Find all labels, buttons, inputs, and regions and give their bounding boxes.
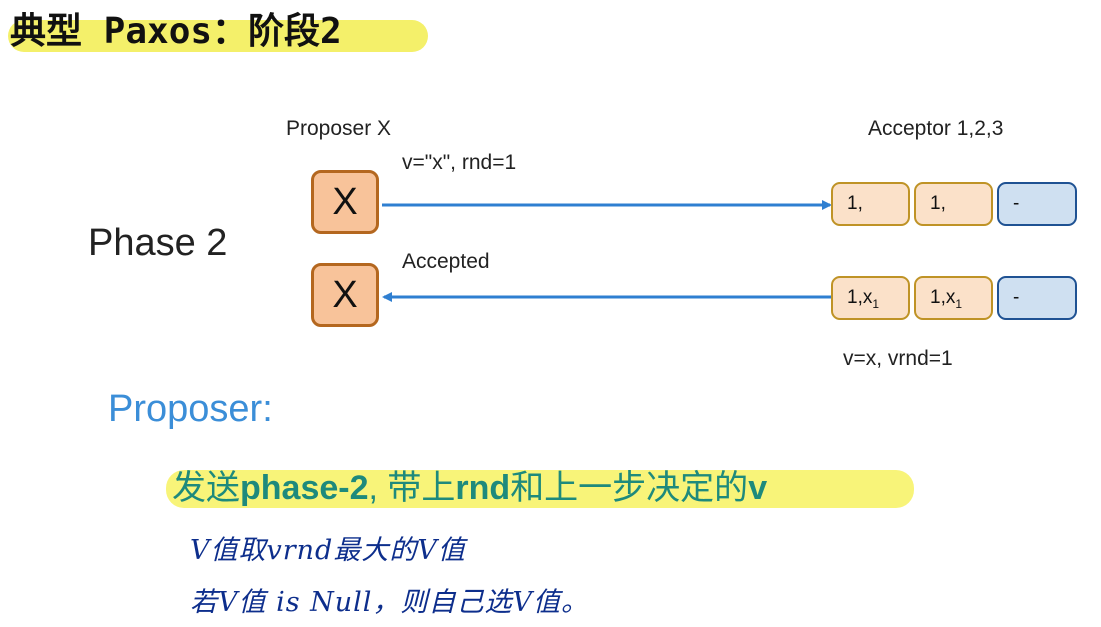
acceptor-1-value: 1,x	[847, 287, 873, 308]
step-part5: 和上一步决定的	[510, 469, 749, 507]
acceptor-3-state-before: -	[997, 182, 1077, 226]
phase2-step: 发送phase-2, 带上rnd和上一步决定的v	[166, 466, 914, 510]
handwritten-note-1: V值取vrnd最大的V值	[190, 535, 466, 566]
accepted-value: v=x, vrnd=1	[843, 347, 953, 370]
step-part4: rnd	[455, 469, 511, 507]
acceptor-2-state-before: 1,	[914, 182, 993, 226]
step-part1: 发送	[172, 469, 240, 507]
acceptor-1-state-before: 1,	[831, 182, 910, 226]
proposer-node-receive: X	[311, 263, 379, 327]
request-message: v="x", rnd=1	[402, 151, 517, 174]
phase-label: Phase 2	[88, 222, 228, 264]
step-part3: , 带上	[368, 469, 456, 507]
slide-title-text: 典型 Paxos：阶段2	[10, 11, 342, 52]
handwritten-note-2: 若V值 is Null，则自己选V值。	[190, 587, 589, 618]
acceptor-2-value: 1,x	[930, 287, 956, 308]
acceptor-3-state-after: -	[997, 276, 1077, 320]
proposer-label: Proposer X	[286, 117, 392, 140]
acceptor-2-sub: 1	[955, 297, 963, 311]
slide-title: 典型 Paxos：阶段2	[8, 10, 428, 54]
acceptor-3-value: -	[1013, 287, 1020, 308]
step-part6: v	[748, 469, 768, 507]
acceptor-label: Acceptor 1,2,3	[868, 117, 1004, 140]
step-part2: phase-2	[240, 469, 369, 507]
proposer-node-send: X	[311, 170, 379, 234]
accepted-message: Accepted	[402, 250, 490, 273]
proposer-heading: Proposer:	[108, 388, 273, 430]
acceptor-1-sub: 1	[872, 297, 880, 311]
